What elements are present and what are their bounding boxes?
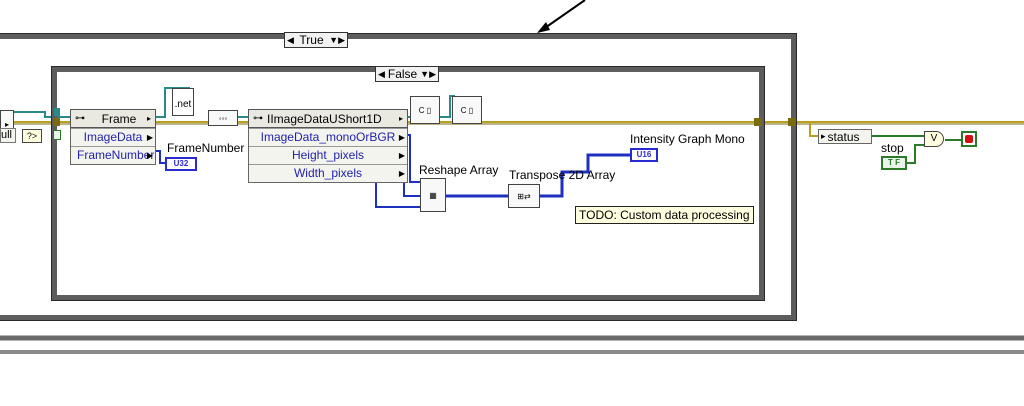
frame-number-indicator-label: FrameNumber <box>167 141 245 155</box>
stop-label: stop <box>881 141 904 155</box>
left-tunnel-2 <box>54 118 60 126</box>
left-partial-glyph: ▸ <box>4 119 9 129</box>
dotnet-constructor-icon[interactable]: .net <box>172 88 194 116</box>
stop-bool-wire <box>905 144 926 164</box>
image-prop-width[interactable]: Width_pixels ▶ <box>249 164 407 182</box>
or-node[interactable]: V <box>924 131 944 147</box>
stop-bool-control[interactable]: T F <box>881 156 907 170</box>
outer-case-next-arrow[interactable]: ▼▶ <box>329 35 345 45</box>
close-ref-glyph: C ▯ <box>460 105 474 115</box>
frame-node-props: ImageData ▶ FrameNumber ▶ <box>70 128 156 165</box>
image-prop-height[interactable]: Height_pixels ▶ <box>249 146 407 164</box>
frame-node-header[interactable]: ⊶ Frame ▸ <box>70 109 156 128</box>
close-reference-icon-1[interactable]: C ▯ <box>410 96 440 124</box>
frame-number-wire <box>155 150 165 164</box>
outer-case-structure[interactable] <box>0 33 797 321</box>
outer-case-prev-arrow[interactable]: ◀ <box>287 35 294 45</box>
status-wire-a <box>809 122 818 137</box>
image-prop-height-label: Height_pixels <box>291 148 365 162</box>
u32-indicator[interactable]: U32 <box>165 157 197 171</box>
to-more-specific-class-icon[interactable]: ◦◦◦ <box>208 110 238 126</box>
left-tunnel-1 <box>54 108 60 116</box>
chevron-right-icon: ▶ <box>398 133 405 142</box>
right-tunnel-1 <box>754 118 762 126</box>
reshape-array-icon: ▦ <box>429 190 437 200</box>
status-label: status <box>827 129 860 144</box>
frame-property-node[interactable]: ⊶ Frame ▸ ImageData ▶ FrameNumber ▶ <box>70 109 156 165</box>
status-unbundle-node[interactable]: ▸ status <box>818 129 872 144</box>
reshape-array-label: Reshape Array <box>419 163 499 177</box>
outer-case-selector-label: True <box>299 33 324 47</box>
close-reference-icon-2[interactable]: C ▯ <box>452 96 482 124</box>
image-node-title: IImageDataUShort1D <box>267 111 382 126</box>
image-prop-width-label: Width_pixels <box>293 166 363 180</box>
refnum-wire-1 <box>0 111 70 118</box>
key-icon: ⊶ <box>253 113 263 124</box>
image-node-header[interactable]: ⊶ IImageDataUShort1D ▸ <box>248 109 408 128</box>
left-partial-text: ull <box>1 129 13 141</box>
chevron-right-icon: ▸ <box>146 114 151 123</box>
dotnet-label: .net <box>174 99 192 110</box>
unbundle-arrow-icon: ▸ <box>821 131 826 141</box>
chevron-right-icon: ▸ <box>398 114 403 123</box>
outer-case-selector[interactable]: ◀ True ▼▶ <box>284 32 348 48</box>
intensity-graph-label: Intensity Graph Mono <box>630 132 745 146</box>
stop-sign-icon <box>965 135 973 143</box>
inner-case-selector[interactable]: ◀ False ▼▶ <box>375 66 439 82</box>
class-cast-glyph: ◦◦◦ <box>218 113 228 123</box>
chevron-right-icon: ▶ <box>398 169 405 178</box>
todo-comment: TODO: Custom data processing <box>575 206 754 224</box>
u16-indicator[interactable]: U16 <box>630 148 658 162</box>
annotation-arrowhead <box>537 22 550 33</box>
reshape-array-node[interactable]: ▦ <box>420 178 446 212</box>
annotation-arrow-line <box>541 0 586 31</box>
transpose-array-label: Transpose 2D Array <box>509 168 616 182</box>
chevron-right-icon: ▶ <box>398 151 405 160</box>
inner-case-prev-arrow[interactable]: ◀ <box>378 69 385 79</box>
image-prop-imagedata-label: ImageData_monoOrBGR <box>260 130 396 144</box>
frame-prop-framenumber-label: FrameNumber <box>77 148 155 162</box>
image-property-node[interactable]: ⊶ IImageDataUShort1D ▸ ImageData_monoOrB… <box>248 109 408 183</box>
inner-case-structure[interactable] <box>51 66 765 301</box>
close-ref-glyph: C ▯ <box>418 105 432 115</box>
frame-prop-imagedata-label: ImageData <box>83 130 143 144</box>
left-partial-label: ull <box>0 128 16 143</box>
inner-case-selector-label: False <box>387 67 418 81</box>
image-prop-imagedata[interactable]: ImageData_monoOrBGR ▶ <box>249 128 407 146</box>
loop-stop-condition[interactable] <box>961 131 977 147</box>
chevron-right-icon: ▶ <box>146 133 153 142</box>
key-icon: ⊶ <box>75 113 85 124</box>
not-equal-node[interactable]: ?> <box>22 129 42 143</box>
chevron-right-icon: ▶ <box>146 151 153 160</box>
transpose-array-node[interactable]: ⊞⇄ <box>508 184 540 208</box>
right-tunnel-2 <box>788 118 796 126</box>
frame-prop-framenumber[interactable]: FrameNumber ▶ <box>71 146 155 164</box>
bool-terminal-green <box>53 130 61 140</box>
frame-prop-imagedata[interactable]: ImageData ▶ <box>71 128 155 146</box>
inner-case-next-arrow[interactable]: ▼▶ <box>420 69 436 79</box>
transpose-output-wire <box>540 153 630 198</box>
frame-node-title: Frame <box>101 111 137 126</box>
transpose-array-icon: ⊞⇄ <box>517 191 531 201</box>
image-node-props: ImageData_monoOrBGR ▶ Height_pixels ▶ Wi… <box>248 128 408 183</box>
